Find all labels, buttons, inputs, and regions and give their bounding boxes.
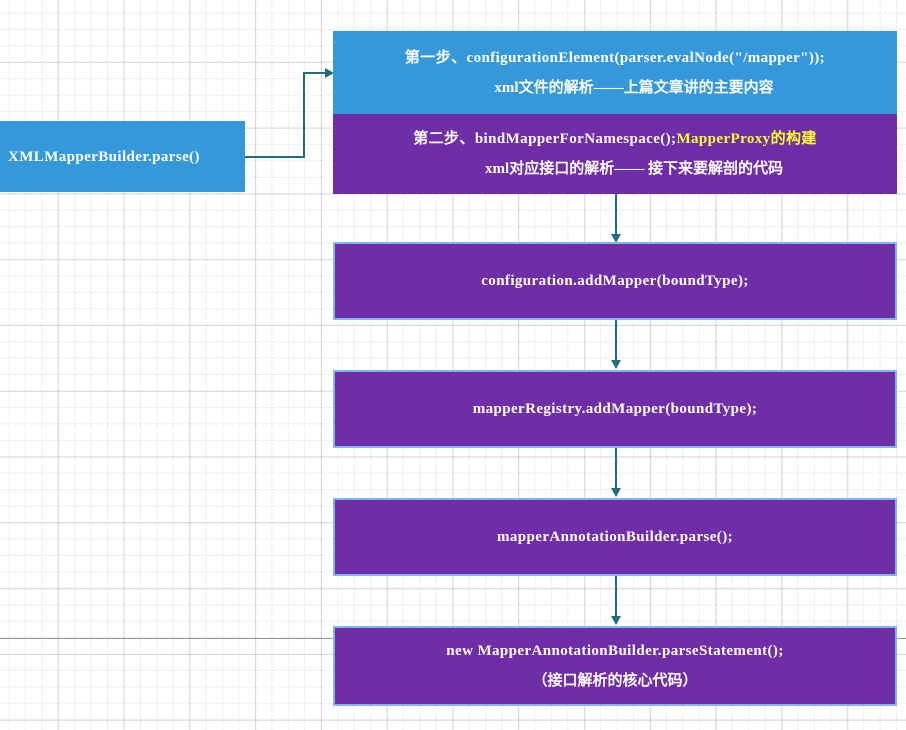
node-box4-label: mapperRegistry.addMapper(boundType); (472, 401, 758, 417)
node-step2-line1: 第二步、bindMapperForNamespace();MapperProxy… (413, 124, 817, 154)
node-step1-line2: xml文件的解析――上篇文章讲的主要内容 (494, 79, 774, 96)
node-box3[interactable]: configuration.addMapper(boundType); (333, 242, 897, 320)
node-box5[interactable]: mapperAnnotationBuilder.parse(); (333, 498, 897, 576)
node-entry-label: XMLMapperBuilder.parse() (8, 148, 200, 165)
node-step2-line1-prefix: 第二步、bindMapperForNamespace(); (413, 131, 677, 147)
node-step2-line2: xml对应接口的解析―― 接下来要解剖的代码 (485, 161, 783, 177)
node-box3-label: configuration.addMapper(boundType); (481, 273, 749, 289)
node-box5-label: mapperAnnotationBuilder.parse(); (496, 529, 733, 545)
node-step2-line1-highlight: MapperProxy的构建 (676, 131, 817, 147)
node-box6-line1: new MapperAnnotationBuilder.parseStateme… (446, 643, 784, 659)
node-entry[interactable]: XMLMapperBuilder.parse() (0, 121, 245, 192)
node-box6[interactable]: new MapperAnnotationBuilder.parseStateme… (333, 626, 897, 706)
node-box4[interactable]: mapperRegistry.addMapper(boundType); (333, 370, 897, 448)
node-step1-line1: 第一步、configurationElement(parser.evalNode… (404, 49, 826, 66)
node-box6-line2: （接口解析的核心代码） (532, 673, 698, 689)
node-step1[interactable]: 第一步、configurationElement(parser.evalNode… (333, 31, 897, 114)
node-step2[interactable]: 第二步、bindMapperForNamespace();MapperProxy… (333, 114, 897, 194)
